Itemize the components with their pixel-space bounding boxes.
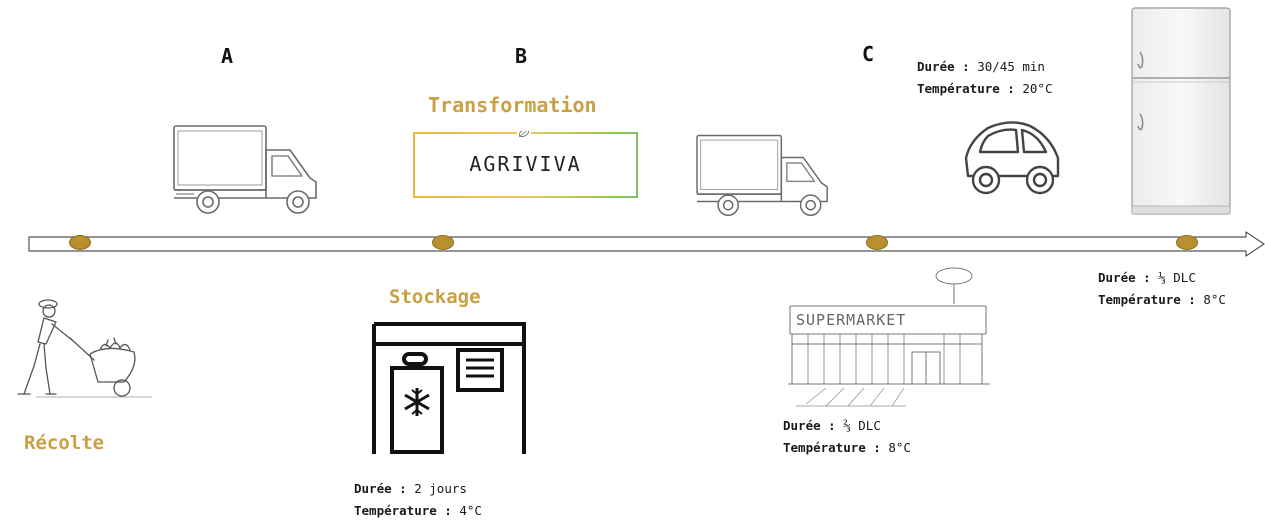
duree-value: ⅔ DLC (843, 418, 881, 433)
supermarket-icon (788, 267, 990, 407)
temperature-value: 4°C (459, 503, 482, 518)
cold-storage-icon (372, 322, 526, 454)
leaf-icon (518, 131, 530, 138)
timeline-dot (866, 235, 888, 250)
duree-value: 30/45 min (977, 59, 1045, 74)
delivery-truck-icon (173, 125, 317, 214)
temperature-label: Température : (1098, 292, 1196, 307)
stage-label-stockage: Stockage (389, 286, 481, 308)
duree-label: Durée : (1098, 270, 1151, 285)
timeline-dot (432, 235, 454, 250)
duree-label: Durée : (917, 59, 970, 74)
agriviva-logo-box (413, 131, 638, 198)
duree-value: ⅓ DLC (1158, 270, 1196, 285)
temperature-value: 20°C (1022, 81, 1053, 96)
duree-label: Durée : (783, 418, 836, 433)
section-letter-c: C (862, 42, 875, 66)
car-icon (964, 121, 1060, 195)
section-letter-a: A (221, 44, 234, 68)
temperature-label: Température : (783, 440, 881, 455)
temperature-value: 8°C (888, 440, 911, 455)
supermarket-sign-text: SUPERMARKET (796, 311, 907, 329)
timeline-arrow (28, 231, 1265, 257)
temperature-value: 8°C (1203, 292, 1226, 307)
temperature-label: Température : (354, 503, 452, 518)
stage-label-recolte: Récolte (24, 432, 105, 454)
snowflake-icon (404, 388, 430, 416)
section-letter-b: B (515, 44, 528, 68)
farmer-wheelbarrow-icon (17, 299, 153, 398)
fridge-icon (1131, 7, 1231, 215)
delivery-truck-icon (696, 134, 828, 216)
duree-label: Durée : (354, 481, 407, 496)
duree-value: 2 jours (414, 481, 467, 496)
timeline-dot (69, 235, 91, 250)
info-block-transport: Durée : 30/45 min Température : 20°C (917, 56, 1052, 100)
info-block-supermarket: Durée : ⅔ DLC Température : 8°C (783, 415, 911, 459)
timeline-dot (1176, 235, 1198, 250)
temperature-label: Température : (917, 81, 1015, 96)
info-block-fridge: Durée : ⅓ DLC Température : 8°C (1098, 267, 1226, 311)
agriviva-brand-text: AGRIVIVA (469, 152, 582, 176)
info-block-stockage: Durée : 2 jours Température : 4°C (354, 478, 482, 520)
stage-label-transformation: Transformation (428, 93, 597, 117)
